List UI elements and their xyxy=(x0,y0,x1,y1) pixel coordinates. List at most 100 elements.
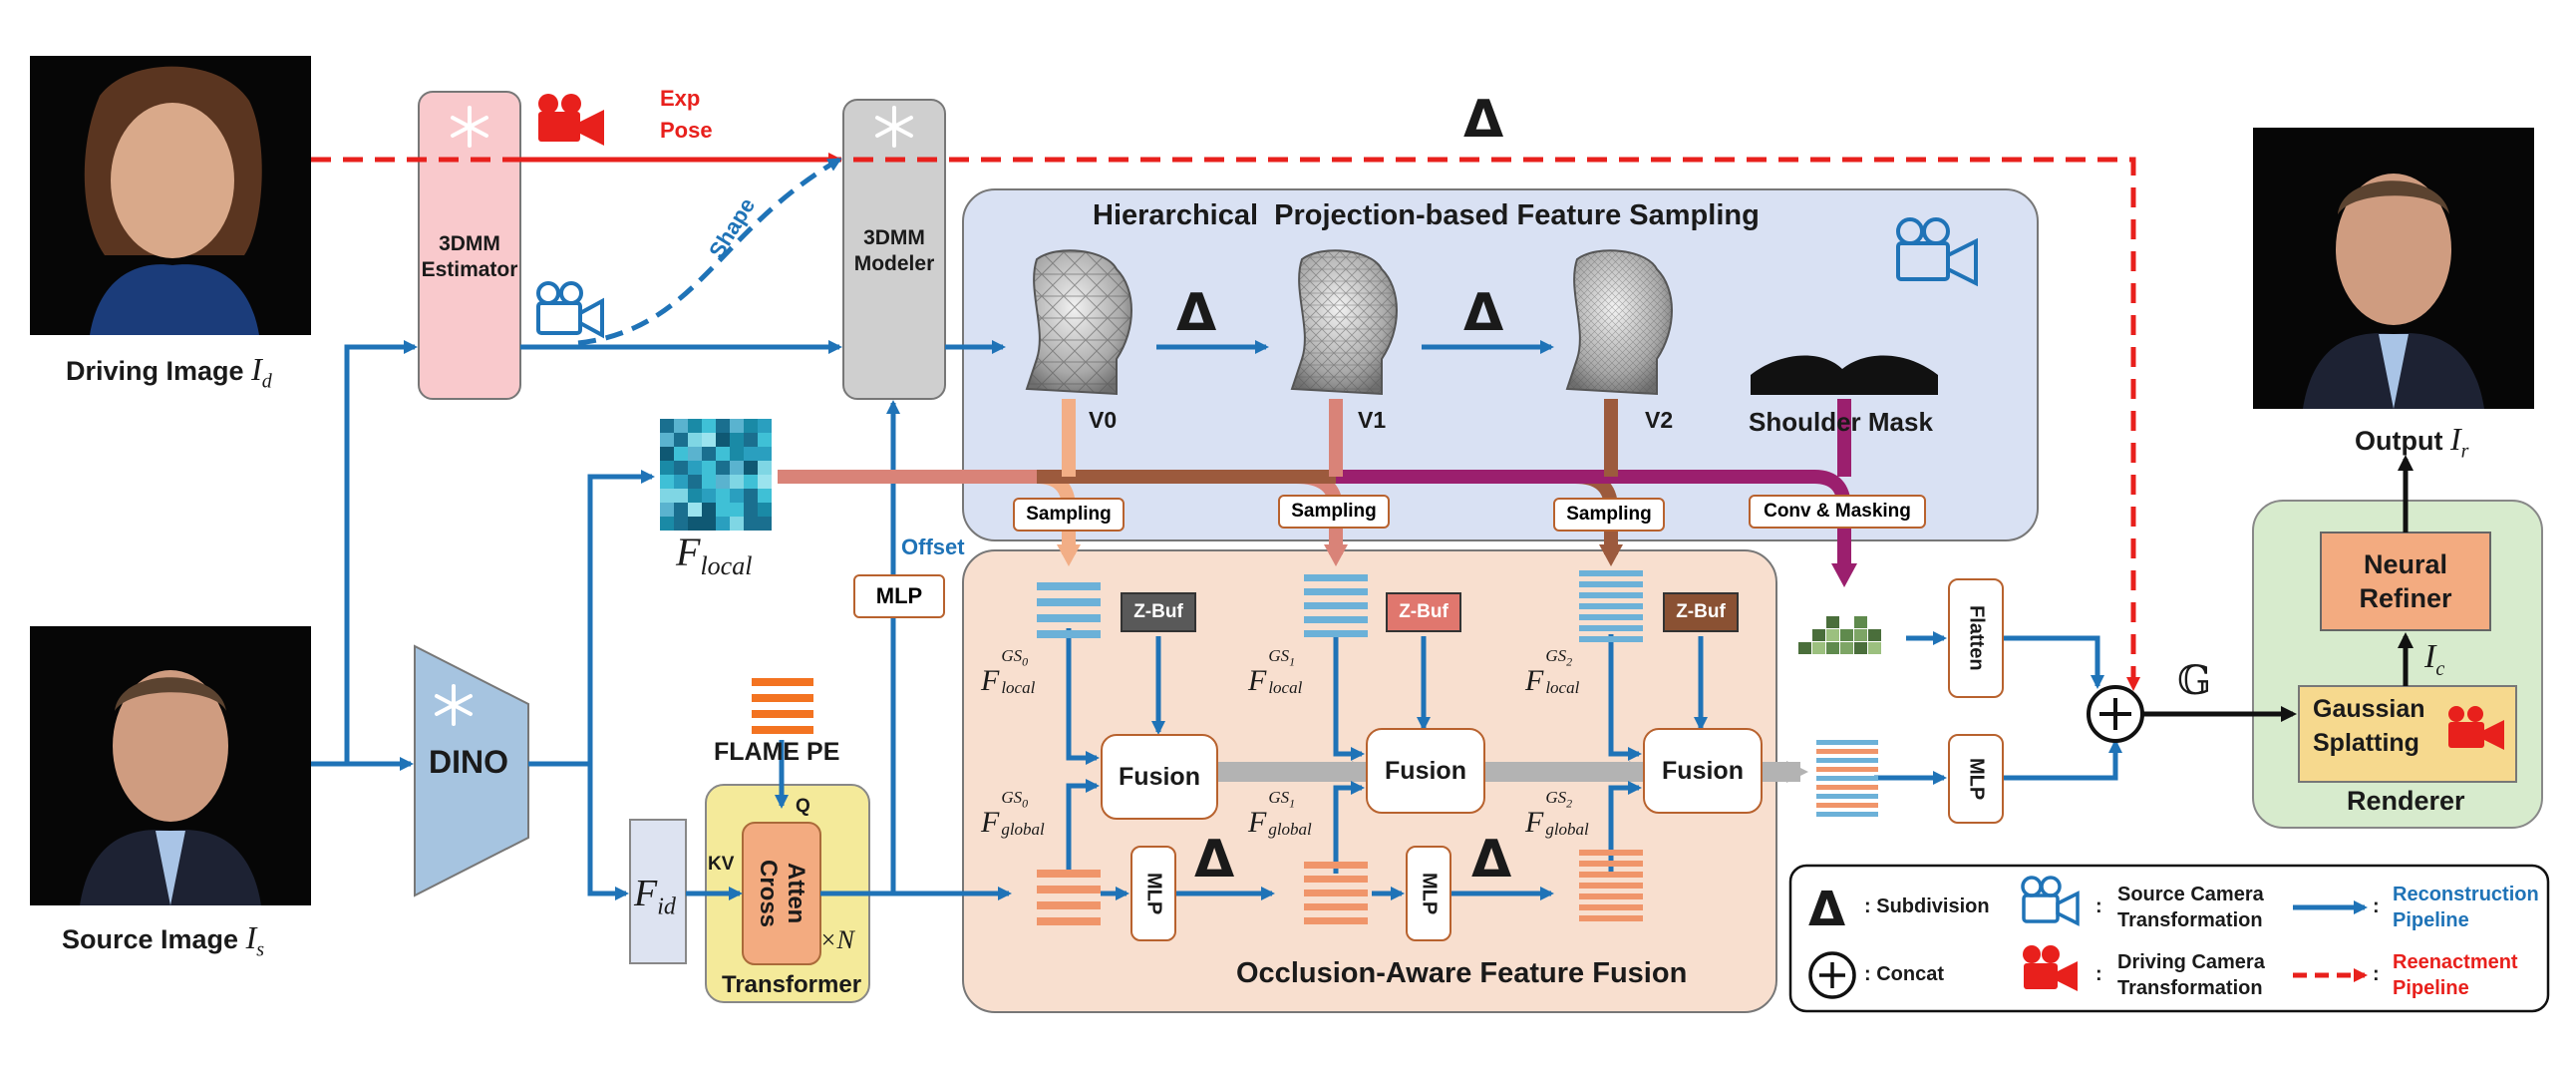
flocal-cell xyxy=(702,447,716,461)
output-image xyxy=(2253,128,2534,409)
flocal-cell xyxy=(702,489,716,503)
flocal-cell xyxy=(744,517,758,531)
flocal-cell xyxy=(744,433,758,447)
delta-v0-v1: Δ xyxy=(1176,283,1217,343)
flocal-cell xyxy=(702,503,716,517)
fusion-box-0: Fusion xyxy=(1101,734,1218,820)
flame-pe-bars xyxy=(752,678,813,734)
driving-image-label: Driving Image Id xyxy=(66,351,272,393)
exp-label: Exp xyxy=(660,86,701,111)
mask-pixel xyxy=(1854,642,1867,654)
flocal-cell xyxy=(730,517,744,531)
mask-pixel xyxy=(1826,629,1839,641)
flocal-cell xyxy=(688,517,702,531)
flocal-cell xyxy=(688,489,702,503)
flocal-cell xyxy=(758,489,772,503)
dino-label: DINO xyxy=(429,744,508,780)
flocal-cell xyxy=(660,447,674,461)
camera-icon-blue-panel xyxy=(1896,217,1978,287)
flocal-cell xyxy=(730,419,744,433)
mask-pixel xyxy=(1812,629,1825,641)
snowflake-icon-modeler xyxy=(875,106,913,148)
delta-fusion-1: Δ xyxy=(1471,830,1512,890)
flocal-cell xyxy=(744,447,758,461)
flocal-cell xyxy=(702,433,716,447)
snowflake-icon-dino xyxy=(435,684,473,726)
flocal-cell xyxy=(674,517,688,531)
mesh-v0 xyxy=(1025,249,1132,396)
flocal-cell xyxy=(674,489,688,503)
flocal-cell xyxy=(674,447,688,461)
shoulder-mask-shape xyxy=(1751,355,1938,395)
local-feature-stack-1 xyxy=(1304,574,1368,637)
local-feature-stack-2 xyxy=(1579,570,1643,642)
shape-dashed-curve xyxy=(577,157,842,346)
flocal-cell xyxy=(660,489,674,503)
mlp-offset-box: MLP xyxy=(853,574,945,618)
flocal-cell xyxy=(688,461,702,475)
flocal-cell xyxy=(758,433,772,447)
flocal-cell xyxy=(674,475,688,489)
sampling-tag-2: Sampling xyxy=(1553,498,1665,532)
flocal-cell xyxy=(660,419,674,433)
driving-image xyxy=(30,56,311,335)
flocal-cell xyxy=(758,419,772,433)
flocal-cell xyxy=(758,475,772,489)
flocal-cell xyxy=(716,475,730,489)
flocal-cell xyxy=(716,447,730,461)
sampling-panel-title: Hierarchical Projection-based Feature Sa… xyxy=(1093,199,1760,231)
source-to-estimator-line xyxy=(344,340,418,764)
sampling-tag-0: Sampling xyxy=(1013,498,1125,532)
fusion-panel-title: Occlusion-Aware Feature Fusion xyxy=(1236,957,1688,989)
flocal-cell xyxy=(660,475,674,489)
mask-pixel xyxy=(1854,616,1867,628)
sampling-panel-bg xyxy=(962,188,2039,541)
driving-symbol: Id xyxy=(251,351,272,393)
legend-delta-icon: Δ xyxy=(1808,882,1846,937)
global-feature-stack-1 xyxy=(1304,862,1368,924)
flocal-cell xyxy=(702,475,716,489)
legend-colon-recon: : xyxy=(2373,895,2380,917)
camera-icon-red-top xyxy=(538,94,604,146)
camera-icon-blue-legend xyxy=(2021,876,2080,926)
offset-label: Offset xyxy=(901,534,965,559)
flocal-cell xyxy=(702,419,716,433)
ic-label: Ic xyxy=(2424,638,2445,680)
delta-fusion-0: Δ xyxy=(1194,830,1235,890)
camera-icon-red-splatting xyxy=(2448,706,2504,750)
flocal-cell xyxy=(674,461,688,475)
flatten-to-concat xyxy=(2004,635,2104,689)
output-symbol: Ir xyxy=(2449,421,2469,463)
transformer-label: Transformer xyxy=(722,971,862,998)
camera-icon-red-legend xyxy=(2023,945,2078,991)
mask-pixel xyxy=(1812,642,1825,654)
fusion-box-2: Fusion xyxy=(1643,728,1763,814)
mlp-to-concat xyxy=(2004,739,2122,781)
flocal-cell xyxy=(716,517,730,531)
delta-v1-v2: Δ xyxy=(1463,283,1504,343)
flocal-cell xyxy=(758,447,772,461)
local-feature-stack-0 xyxy=(1037,582,1101,638)
flocal-cell xyxy=(730,461,744,475)
f-id-box xyxy=(629,819,687,964)
flocal-cell xyxy=(744,461,758,475)
neural-refiner-box xyxy=(2320,532,2491,631)
output-label: Output Ir xyxy=(2355,421,2469,463)
reenactment-dashed-line xyxy=(311,157,2140,691)
flocal-cell xyxy=(744,489,758,503)
flocal-cell xyxy=(688,475,702,489)
global0-to-fusion xyxy=(1066,779,1100,874)
flocal-cell xyxy=(730,433,744,447)
flocal-cell xyxy=(688,447,702,461)
mask-pixel xyxy=(1868,642,1881,654)
flocal-cell xyxy=(674,419,688,433)
flocal-cell xyxy=(730,489,744,503)
mask-pixel xyxy=(1826,616,1839,628)
flocal-cell xyxy=(702,461,716,475)
legend-concat: : Concat xyxy=(1864,963,1945,985)
